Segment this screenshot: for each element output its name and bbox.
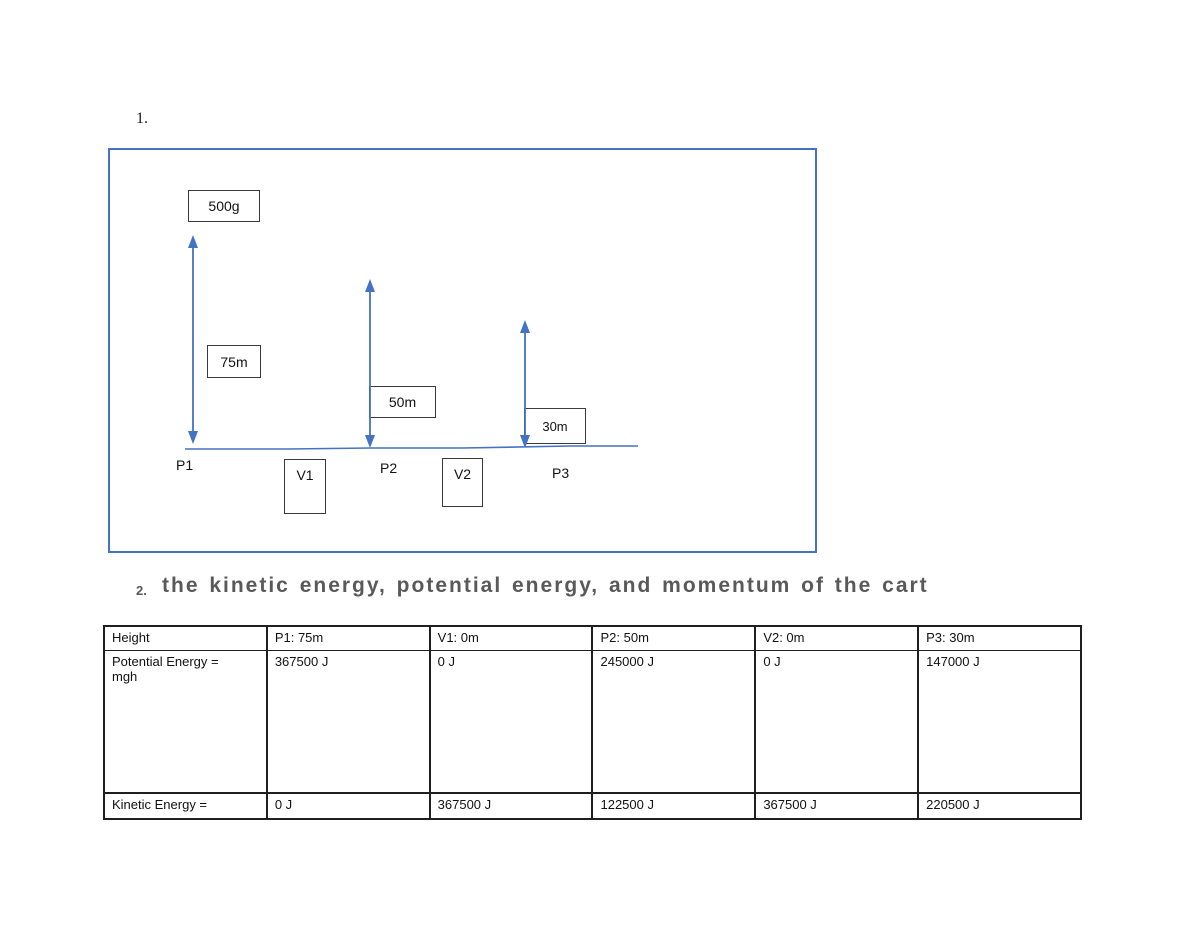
table-cell: P1: 75m	[265, 625, 431, 651]
mass-label-box: 500g	[188, 190, 260, 222]
height-50m-label: 50m	[388, 394, 417, 410]
point-label-p3: P3	[552, 465, 570, 481]
ramp-diagram: 500g 75m 50m 30m V1 V2 P1 P2 P3	[108, 148, 817, 553]
table-cell: Potential Energy = mgh	[103, 650, 268, 794]
table-cell: 220500 J	[917, 792, 1082, 820]
energy-table: Height P1: 75m V1: 0m P2: 50m V2: 0m P3:…	[103, 625, 1082, 820]
velocity-v2-box: V2	[442, 458, 483, 507]
height-30m-box: 30m	[524, 408, 586, 444]
velocity-v1-box: V1	[284, 459, 326, 514]
table-row-kinetic-energy: Kinetic Energy = 0 J 367500 J 122500 J 3…	[103, 792, 1082, 820]
table-cell: V1: 0m	[428, 625, 594, 651]
height-50m-box: 50m	[369, 386, 436, 418]
table-cell: P2: 50m	[591, 625, 757, 651]
height-75m-box: 75m	[207, 345, 261, 378]
table-cell: Height	[103, 625, 268, 651]
table-cell: V2: 0m	[754, 625, 920, 651]
table-cell: Kinetic Energy =	[103, 792, 268, 820]
section-heading: the kinetic energy, potential energy, an…	[162, 574, 929, 597]
list-number-1: 1.	[136, 110, 148, 127]
table-cell: 367500 J	[754, 792, 920, 820]
table-cell: 0 J	[754, 650, 920, 794]
table-cell: 0 J	[265, 792, 431, 820]
velocity-v1-label: V1	[296, 467, 314, 483]
table-row-potential-energy: Potential Energy = mgh 367500 J 0 J 2450…	[103, 650, 1082, 794]
table-cell: 367500 J	[265, 650, 431, 794]
list-number-2: 2.	[136, 583, 147, 598]
velocity-v2-label: V2	[453, 466, 472, 482]
point-label-p2: P2	[380, 460, 398, 476]
diagram-frame-border	[108, 148, 817, 553]
table-cell: 122500 J	[591, 792, 757, 820]
height-30m-label: 30m	[542, 418, 568, 434]
table-cell: 147000 J	[917, 650, 1082, 794]
table-row-height: Height P1: 75m V1: 0m P2: 50m V2: 0m P3:…	[103, 625, 1082, 651]
table-cell: 245000 J	[591, 650, 757, 794]
height-75m-label: 75m	[220, 353, 248, 370]
mass-label: 500g	[208, 198, 240, 214]
table-cell: P3: 30m	[917, 625, 1082, 651]
table-cell: 0 J	[428, 650, 594, 794]
point-label-p1: P1	[176, 457, 194, 473]
table-cell: 367500 J	[428, 792, 594, 820]
